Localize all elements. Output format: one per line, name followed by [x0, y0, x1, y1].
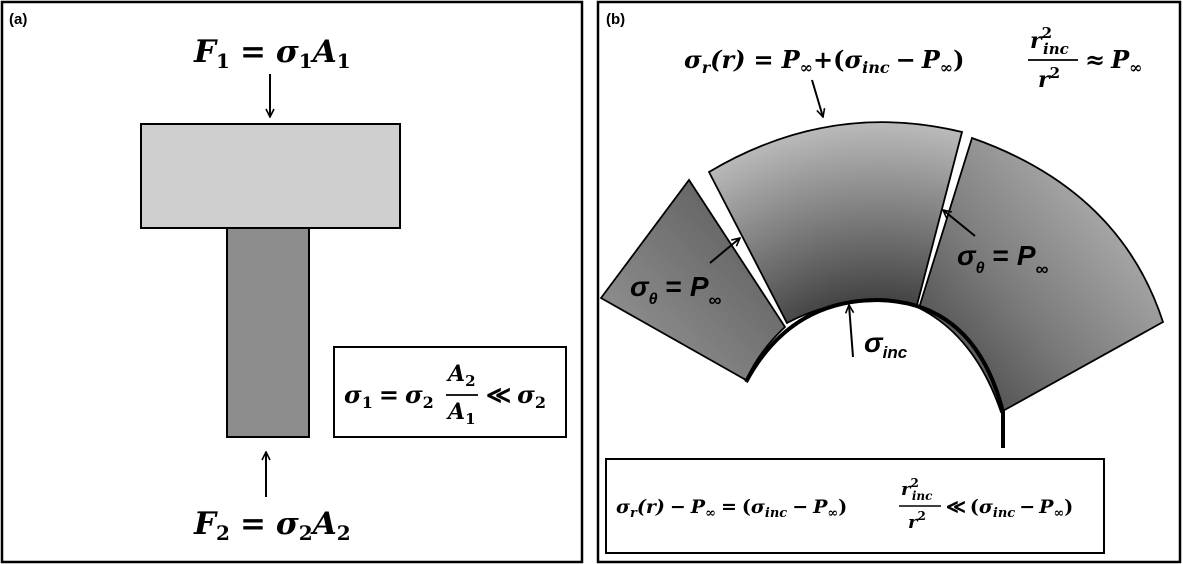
right-segment [917, 136, 1165, 414]
top-stress-equation: σr(r)=P∞+(σinc−P∞) [684, 45, 964, 77]
relation-frac-den: A1 [446, 399, 476, 428]
inclusion-stress-label: σinc [864, 327, 908, 362]
panel-b-label: (b) [606, 11, 625, 28]
left-hoop-arrow [709, 238, 740, 264]
right-hoop-label: σθ=P∞ [957, 240, 1049, 279]
right-hoop-arrow [943, 210, 976, 237]
bottom-eq-right: ≪(σinc−P∞) [946, 496, 1073, 521]
top-frac-den: r2 [1038, 64, 1060, 93]
panel-a: (a) F1=σ1A1 F2=σ2A2 σ1=σ2 A2 A1 [0, 0, 584, 564]
bottom-force-equation: F2=σ2A2 [193, 506, 351, 545]
bottom-eq-left: σr(r)−P∞=(σinc−P∞) [616, 496, 847, 521]
top-force-equation: F1=σ1A1 [193, 34, 351, 73]
inclusion-stress-arrow [849, 305, 853, 358]
top-approx: ≈P∞ [1085, 45, 1142, 77]
bottom-frac-den: r2 [908, 509, 926, 533]
stress-relation-box: σ1=σ2 A2 A1 ≪σ2 [333, 346, 567, 438]
relation-rhs: ≪σ2 [486, 380, 546, 412]
radial-stress-arrow [811, 79, 823, 117]
relation-lhs: σ1=σ2 [344, 380, 434, 412]
relation-frac-num: A2 [446, 361, 476, 390]
t-stem [226, 227, 310, 438]
left-hoop-label: σθ=P∞ [630, 271, 722, 310]
panel-a-label: (a) [9, 11, 27, 28]
t-flange [140, 123, 401, 229]
inclusion-boundary [744, 297, 1005, 448]
